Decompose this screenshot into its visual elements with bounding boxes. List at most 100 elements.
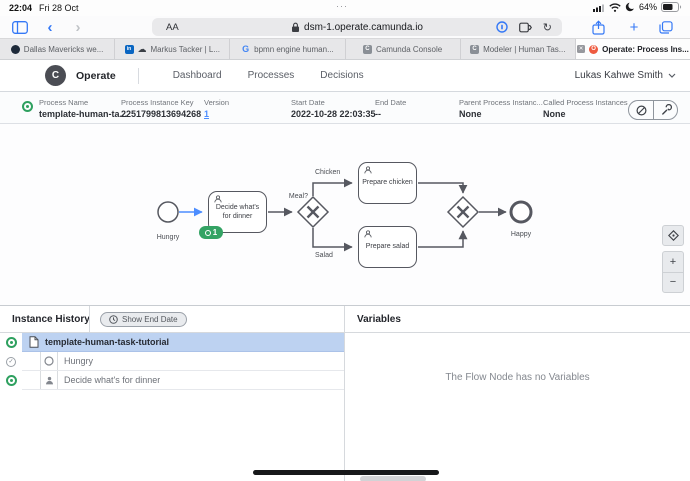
battery-icon [661, 2, 682, 12]
history-row-process[interactable]: template-human-task-tutorial [0, 333, 344, 352]
user-task-icon [214, 195, 222, 203]
flow-chicken [312, 178, 353, 196]
camunda-favicon-icon: C [470, 44, 480, 54]
status-bar: 22:04 Fri 28 Oct ··· 64% [0, 0, 690, 16]
user-task-icon [364, 166, 372, 174]
main-nav: Dashboard Processes Decisions [173, 70, 364, 81]
reset-viewport-button[interactable] [662, 225, 684, 246]
process-document-icon [29, 336, 39, 348]
nav-dashboard[interactable]: Dashboard [172, 70, 222, 81]
active-state-icon [5, 337, 17, 348]
user-menu[interactable]: Lukas Kahwe Smith [575, 70, 676, 81]
url-text: dsm-1.operate.camunda.io [304, 21, 423, 33]
clock-icon [109, 315, 118, 324]
camunda-favicon-icon: C [362, 44, 372, 54]
cloud-icon: ☁ [137, 43, 147, 54]
user-task-prepare-salad[interactable]: Prepare salad [358, 226, 417, 268]
header-divider [137, 67, 139, 84]
start-event-hungry[interactable] [157, 201, 179, 223]
tab-operate-active[interactable]: ✕ O Operate: Process Ins... [575, 39, 690, 59]
start-event-icon [40, 352, 58, 370]
home-indicator[interactable] [253, 470, 439, 475]
operate-favicon-icon: O [589, 44, 599, 54]
tab-overview-icon[interactable] [656, 18, 676, 36]
field-called-process-instances: Called Process Instances None [543, 98, 628, 119]
modify-instance-icon[interactable] [653, 101, 677, 119]
tab-bar: Dallas Mavericks we... in ☁ Markus Tacke… [0, 38, 690, 60]
new-tab-icon[interactable]: + [629, 18, 639, 36]
clock-date: 22:04 Fri 28 Oct [9, 3, 79, 13]
bpmn-canvas[interactable]: Decide what's for dinner 1 Prepare chick… [0, 124, 690, 305]
lock-icon [291, 22, 300, 33]
variables-empty-message: The Flow Node has no Variables [445, 372, 590, 383]
sheet-grab-handle[interactable] [360, 476, 426, 481]
flow-salad [312, 228, 353, 252]
version-link[interactable]: 1 [204, 109, 210, 119]
field-start-date: Start Date 2022-10-28 22:03:35 [291, 98, 376, 119]
zoom-in-button[interactable]: + [663, 252, 683, 273]
wifi-icon [609, 2, 621, 12]
product-name: Operate [76, 69, 116, 82]
active-state-icon [5, 375, 17, 386]
address-bar[interactable]: AA dsm-1.operate.camunda.io ↻ [152, 18, 562, 36]
user-task-decide[interactable]: Decide what's for dinner 1 [199, 191, 267, 239]
user-task-prepare-chicken[interactable]: Prepare chicken [358, 162, 417, 204]
show-end-date-button[interactable]: Show End Date [100, 312, 187, 327]
sidebar-toggle-icon[interactable] [10, 18, 30, 36]
cancel-instance-icon[interactable] [629, 101, 653, 119]
history-row-decide[interactable]: Decide what's for dinner [0, 371, 344, 390]
zoom-controls: + − [662, 251, 684, 293]
instance-header: Process Name template-human-ta... Proces… [0, 92, 690, 124]
basketball-favicon-icon [10, 44, 20, 54]
status-time: 22:04 [9, 3, 33, 13]
instance-history-header: Instance History Show End Date [0, 306, 344, 333]
forward-icon[interactable]: › [75, 18, 81, 36]
tab-camunda-console[interactable]: C Camunda Console [345, 39, 461, 59]
field-end-date: End Date -- [375, 98, 407, 119]
chevron-down-icon [668, 73, 676, 78]
variables-title: Variables [357, 314, 401, 325]
extensions-icon[interactable] [518, 22, 532, 33]
battery-percent: 64% [638, 2, 657, 12]
linkedin-favicon-icon: in [124, 44, 134, 54]
app-header: C Operate Dashboard Processes Decisions … [0, 60, 690, 92]
user-name: Lukas Kahwe Smith [574, 70, 663, 81]
status-icons: 64% [592, 2, 682, 12]
label-salad: Salad [315, 252, 333, 259]
reload-icon[interactable]: ↻ [542, 21, 552, 34]
back-icon[interactable]: ‹ [47, 18, 53, 36]
safari-toolbar: ‹ › AA dsm-1.operate.camunda.io ↻ + [0, 16, 690, 38]
status-date: Fri 28 Oct [39, 3, 79, 13]
variables-header: Variables [345, 306, 690, 333]
field-parent-process-instance: Parent Process Instanc... None [459, 98, 543, 119]
tab-markus-tacker[interactable]: in ☁ Markus Tacker | L... [115, 39, 231, 59]
field-version: Version 1 [204, 97, 291, 119]
field-process-instance-key: Process Instance Key 2251799813694268 [121, 98, 202, 119]
user-task-icon [364, 230, 372, 238]
end-event-happy[interactable] [509, 200, 533, 224]
label-meal: Meal? [288, 193, 308, 200]
instance-active-state-icon [22, 101, 33, 112]
variables-panel: Variables The Flow Node has no Variables [345, 306, 690, 481]
label-chicken: Chicken [315, 169, 341, 176]
google-favicon-icon: G [242, 44, 250, 54]
zoom-out-button[interactable]: − [669, 276, 677, 289]
focus-moon-icon [625, 2, 635, 12]
tab-bpmn-engine[interactable]: G bpmn engine human... [230, 39, 346, 59]
history-row-hungry[interactable]: ✓ Hungry [0, 352, 344, 371]
instance-actions [628, 100, 678, 120]
share-icon[interactable] [588, 18, 608, 36]
close-tab-icon[interactable]: ✕ [577, 45, 586, 53]
instance-history-panel: Instance History Show End Date template-… [0, 306, 345, 481]
password-manager-icon[interactable] [496, 21, 508, 33]
camunda-logo[interactable]: C [45, 65, 66, 86]
nav-decisions[interactable]: Decisions [320, 70, 364, 81]
label-hungry: Hungry [156, 234, 180, 241]
tab-modeler[interactable]: C Modeler | Human Tas... [460, 39, 576, 59]
tab-dallas-mavericks[interactable]: Dallas Mavericks we... [0, 39, 116, 59]
flow-chicken-to-join [418, 182, 468, 194]
reader-button[interactable]: AA [166, 21, 179, 33]
user-task-icon [40, 371, 58, 389]
multitask-dots-icon[interactable]: ··· [336, 1, 348, 11]
nav-processes[interactable]: Processes [247, 70, 295, 81]
